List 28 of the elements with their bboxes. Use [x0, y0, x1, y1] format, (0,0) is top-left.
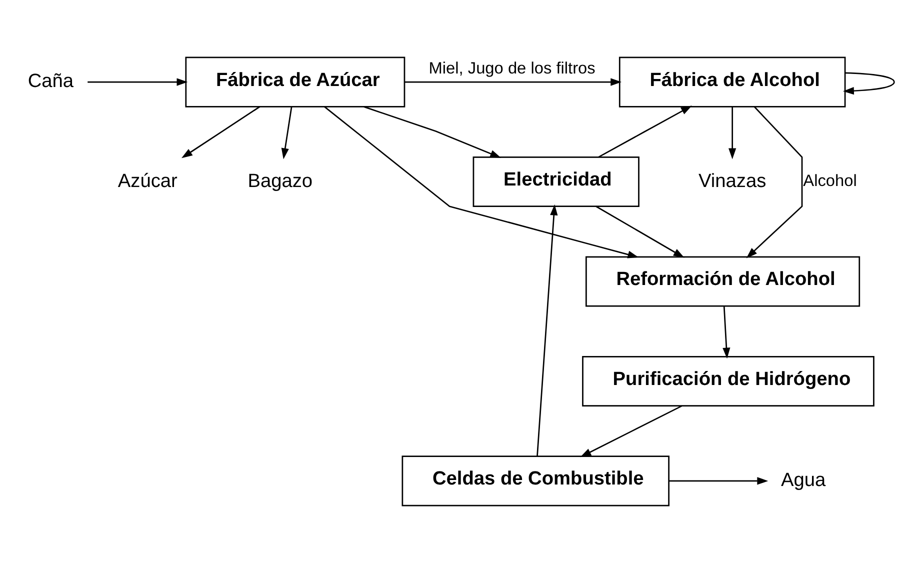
arrow: [596, 206, 684, 258]
arrow: [364, 106, 502, 158]
arrow: [746, 106, 803, 258]
arrow: [580, 405, 682, 458]
node-text: Agua: [781, 470, 826, 491]
node-text: Azúcar: [118, 170, 178, 192]
edge-label: Alcohol: [803, 172, 857, 190]
node-text: Vinazas: [698, 170, 766, 192]
arrow: [842, 72, 895, 95]
node-box: Purificación de Hidrógeno: [582, 356, 874, 406]
node-box: Fábrica de Alcohol: [618, 56, 846, 108]
arrow: [722, 306, 730, 359]
arrow: [728, 106, 736, 160]
arrow: [181, 106, 260, 158]
node-box: Reformación de Alcohol: [585, 256, 860, 307]
node-box: Electricidad: [472, 156, 640, 208]
arrow: [536, 204, 558, 456]
node-text: Bagazo: [248, 170, 313, 192]
arrow: [668, 477, 768, 485]
arrow: [598, 106, 692, 158]
arrow: [281, 106, 292, 160]
arrow: [404, 78, 622, 86]
node-text: Caña: [28, 71, 74, 92]
arrow: [324, 106, 639, 258]
edge-label: Miel, Jugo de los filtros: [428, 59, 596, 78]
node-box: Fábrica de Azúcar: [185, 56, 406, 108]
arrow: [88, 78, 188, 86]
node-box: Celdas de Combustible: [402, 456, 670, 506]
